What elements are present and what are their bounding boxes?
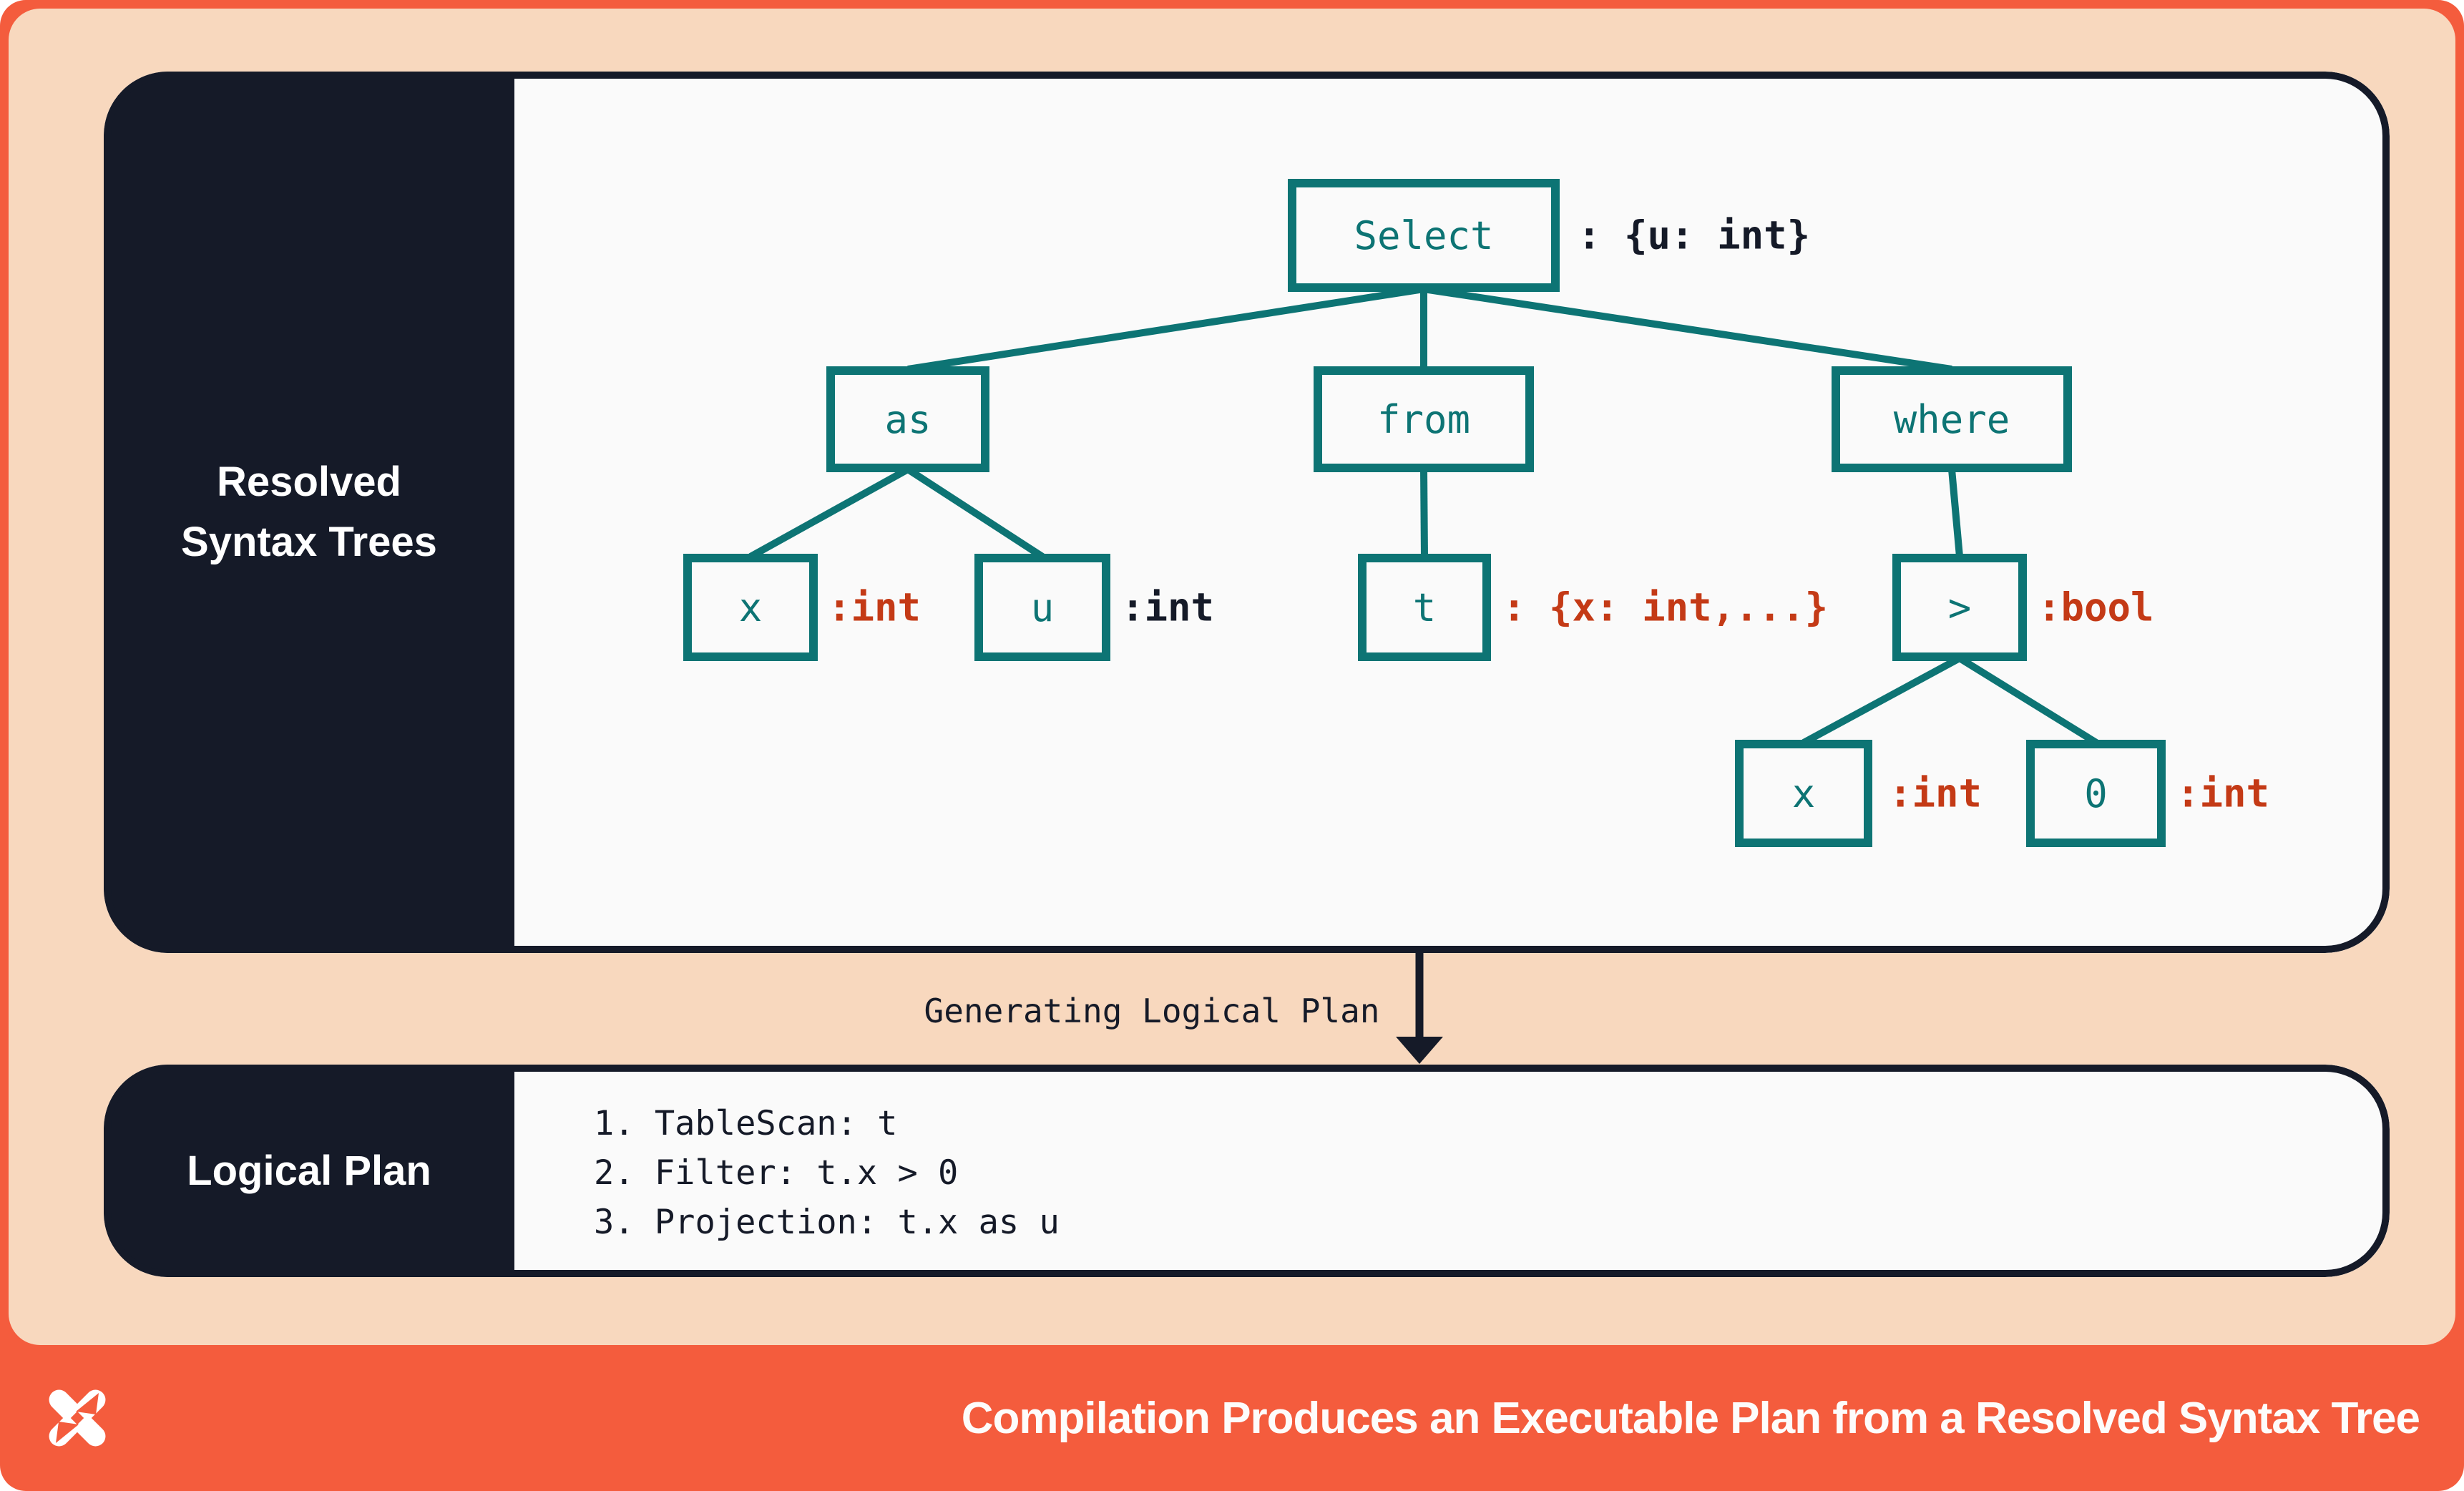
tree-node-t-type: : {x: int,...}: [1502, 585, 1829, 630]
logical-plan-step-3: 3. Projection: t.x as u: [594, 1203, 1060, 1242]
tree-node-greater-than-type: :bool: [2038, 585, 2154, 630]
tree-node-zero-label: 0: [2084, 771, 2108, 816]
footer-bar: Compilation Produces an Executable Plan …: [0, 1345, 2464, 1491]
tree-node-where-label: where: [1893, 396, 2010, 442]
tree-node-x-projection-label: x: [738, 585, 763, 630]
tree-node-greater-than-label: >: [1947, 585, 1972, 630]
tree-node-u-label: u: [1030, 585, 1055, 630]
tree-node-as-label: as: [884, 396, 932, 442]
tree-node-x-filter-type: :int: [1889, 771, 1983, 816]
tree-node-t: t: [1358, 554, 1491, 661]
footer-title: Compilation Produces an Executable Plan …: [961, 1393, 2420, 1443]
tree-node-greater-than: >: [1892, 554, 2027, 661]
tree-edges: [748, 285, 2098, 746]
tree-node-zero: 0: [2026, 740, 2166, 847]
resolved-panel-title-line1: Resolved: [217, 459, 401, 505]
resolved-panel-title: Resolved Syntax Trees: [181, 452, 437, 572]
resolved-panel-title-line2: Syntax Trees: [181, 519, 437, 565]
tree-node-select: Select: [1288, 179, 1560, 292]
tree-node-zero-type: :int: [2176, 771, 2270, 816]
logical-plan-steps: 1. TableScan: t 2. Filter: t.x > 0 3. Pr…: [594, 1099, 1060, 1247]
logical-plan-title: Logical Plan: [187, 1147, 431, 1194]
tree-node-where: where: [1832, 366, 2072, 472]
tree-node-from: from: [1314, 366, 1534, 472]
pinwheel-x-logo-icon: [49, 1389, 106, 1447]
logical-plan-step-2: 2. Filter: t.x > 0: [594, 1153, 959, 1193]
down-arrow-icon: [1396, 952, 1443, 1064]
tree-node-u-type: :int: [1121, 585, 1215, 630]
tree-node-x-projection: x: [683, 554, 818, 661]
logical-plan-sidebar: Logical Plan: [104, 1065, 514, 1277]
tree-node-select-type: : {u: int}: [1578, 212, 1811, 258]
tree-node-x-filter: x: [1735, 740, 1872, 847]
resolved-panel-sidebar: Resolved Syntax Trees: [104, 72, 514, 953]
tree-node-select-label: Select: [1354, 212, 1494, 258]
logical-plan-step-1: 1. TableScan: t: [594, 1104, 898, 1143]
resolved-syntax-trees-panel: Resolved Syntax Trees Select : {u: int} …: [104, 72, 2390, 953]
tree-node-from-label: from: [1377, 396, 1471, 442]
tree-node-u: u: [974, 554, 1110, 661]
logical-plan-panel: Logical Plan 1. TableScan: t 2. Filter: …: [104, 1065, 2390, 1277]
transition-label: Generating Logical Plan: [924, 992, 1380, 1030]
tree-node-t-label: t: [1412, 585, 1437, 630]
tree-node-x-filter-label: x: [1791, 771, 1816, 816]
tree-node-as: as: [826, 366, 989, 472]
tree-node-x-projection-type: :int: [828, 585, 921, 630]
